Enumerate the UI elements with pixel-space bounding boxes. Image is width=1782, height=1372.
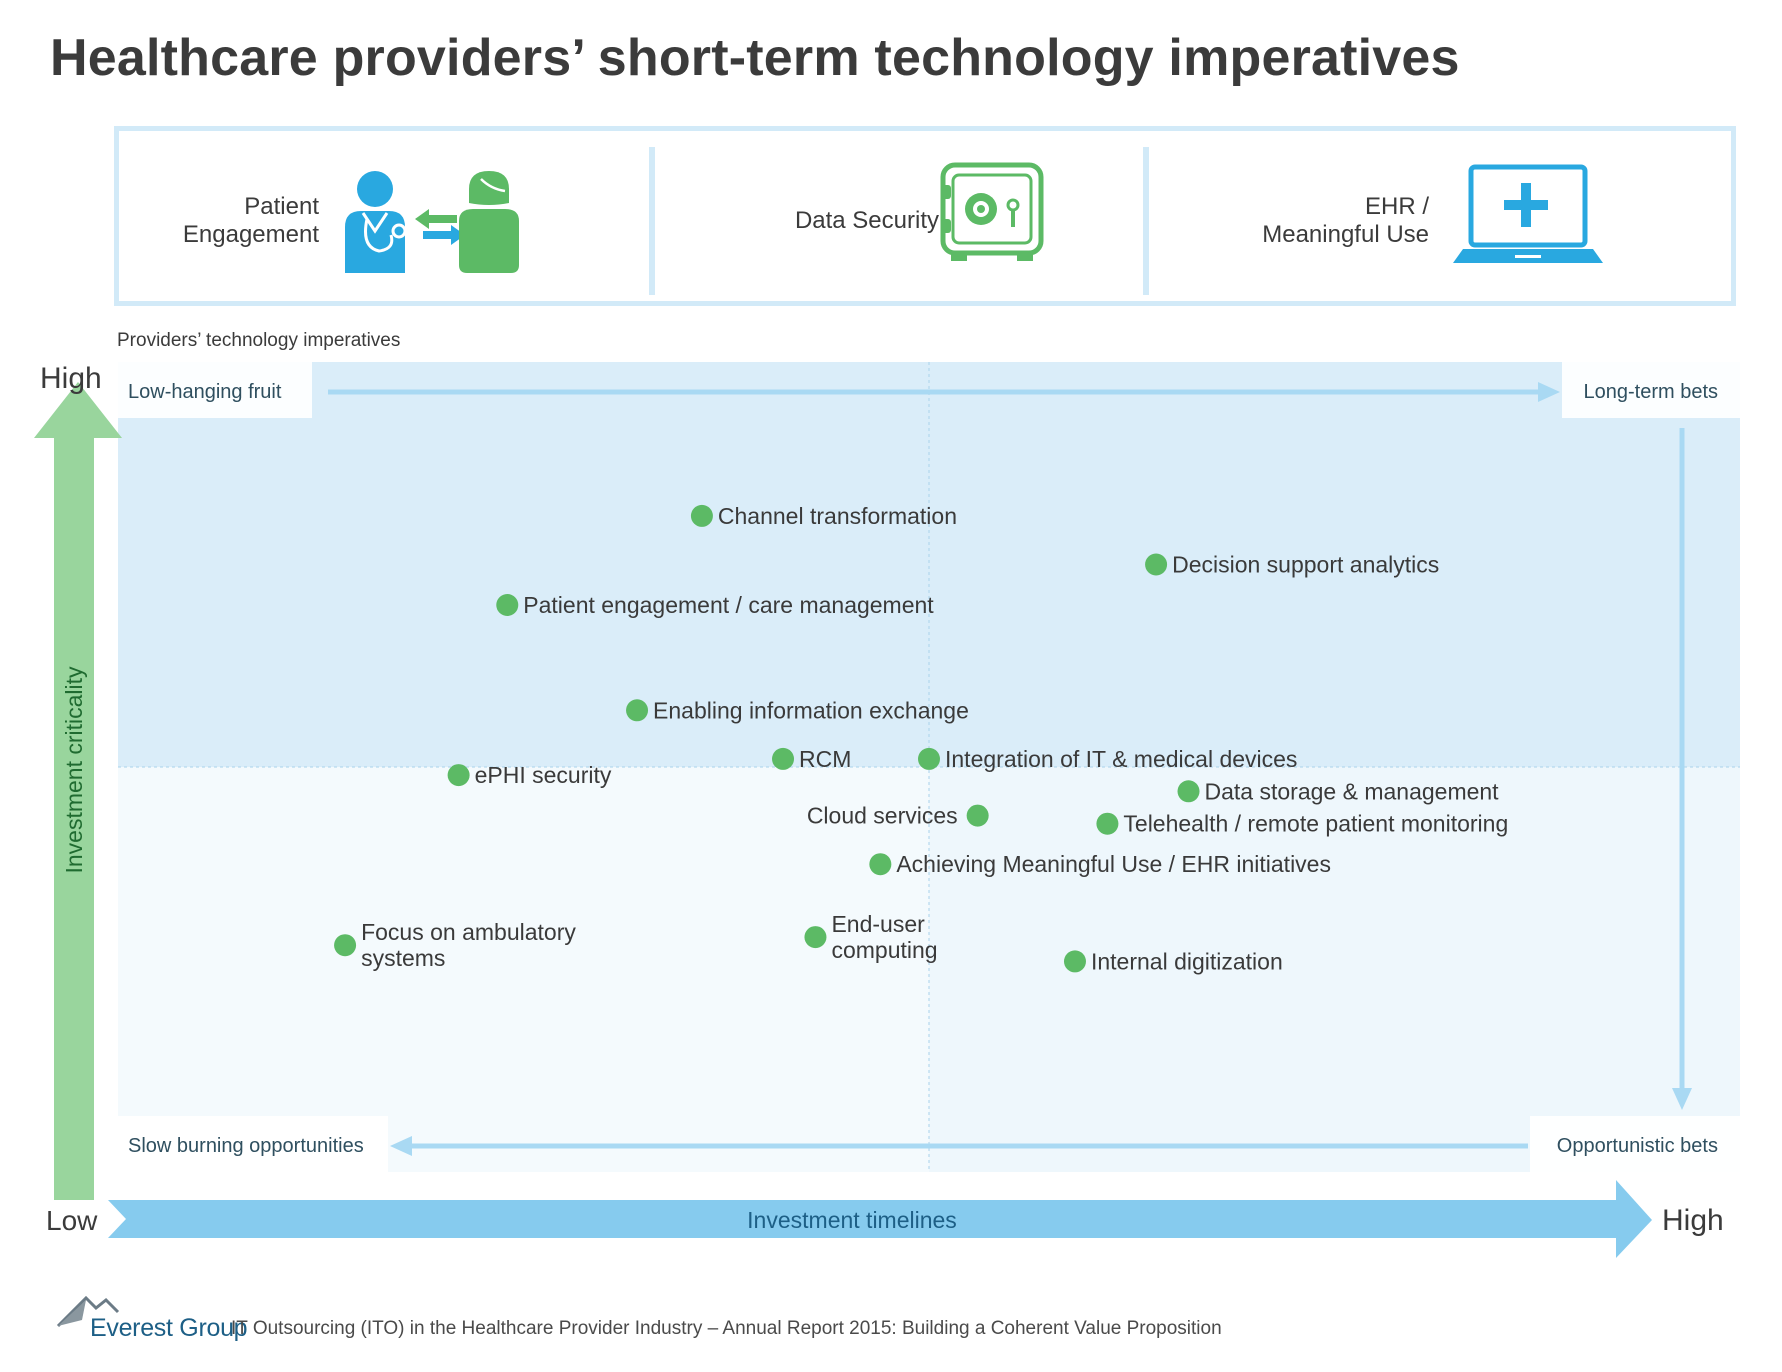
data-point-achieving-meaningful-use-ehr-initiatives: Achieving Meaningful Use / EHR initiativ… (869, 851, 1331, 877)
data-point-marker (334, 934, 357, 957)
everest-logo-icon (56, 1295, 120, 1328)
data-point-rcm: RCM (772, 746, 851, 772)
y-axis-label: Investment criticality (61, 666, 87, 874)
corner-tab-top-left (118, 362, 312, 418)
footer-brand: Everest Group (90, 1314, 248, 1342)
data-point-marker (869, 853, 892, 876)
theme-data-security-label: Data Security (794, 207, 939, 234)
corner-label-top-right: Long-term bets (1583, 381, 1718, 403)
data-point-telehealth-remote-patient-monitoring: Telehealth / remote patient monitoring (1096, 811, 1508, 837)
laptop-plus-icon (1453, 164, 1603, 263)
data-point-label: End-user (831, 911, 925, 937)
data-point-marker (1145, 553, 1168, 576)
corner-label-top-left: Low-hanging fruit (128, 381, 282, 403)
data-point-label: Telehealth / remote patient monitoring (1123, 811, 1508, 837)
theme-patient-engagement-label: Patient Engagement (182, 193, 319, 248)
data-point-enabling-information-exchange: Enabling information exchange (626, 697, 969, 723)
theme-ehr-label: EHR / Meaningful Use (1262, 193, 1429, 248)
data-point-marker (1063, 950, 1086, 973)
data-point-marker (447, 764, 470, 787)
theme-divider (1143, 147, 1149, 295)
safe-icon (940, 162, 1044, 261)
data-point-patient-engagement-care-management: Patient engagement / care management (496, 592, 934, 618)
page-title: Healthcare providers’ short-term technol… (50, 29, 1460, 87)
y-axis-arrow (34, 382, 122, 1200)
quadrant-bottom-left (118, 767, 929, 1172)
themes-panel: Patient Engagement Data Security EHR (114, 126, 1736, 306)
data-point-internal-digitization: Internal digitization (1063, 948, 1283, 974)
x-axis-arrow (108, 1180, 1652, 1258)
data-point-marker (1096, 812, 1119, 835)
data-point-marker (966, 804, 989, 827)
quadrant-bottom-right (929, 767, 1740, 1172)
data-point-label: Data storage & management (1205, 778, 1500, 804)
data-point-data-storage-management: Data storage & management (1177, 778, 1500, 804)
data-point-channel-transformation: Channel transformation (690, 503, 957, 529)
data-point-marker (918, 747, 940, 770)
data-point-label: Decision support analytics (1172, 552, 1439, 578)
theme-divider (649, 147, 655, 295)
data-point-marker (626, 699, 649, 722)
data-point-marker (496, 594, 519, 616)
data-point-label: computing (831, 937, 937, 963)
data-point-label: Internal digitization (1091, 948, 1283, 974)
data-point-label: Patient engagement / care management (523, 592, 934, 618)
corner-tab-bottom-left (118, 1116, 388, 1172)
data-point-label: Integration of IT & medical devices (945, 746, 1297, 772)
footer-source: IT Outsourcing (ITO) in the Healthcare P… (231, 1318, 1222, 1339)
data-point-label: Cloud services (807, 803, 958, 829)
x-axis-high-label: High (1662, 1204, 1724, 1237)
data-point-marker (804, 926, 827, 949)
y-axis-high-label: High (40, 362, 102, 395)
data-point-marker (690, 504, 713, 527)
flow-arrow-bottom-head (390, 1136, 412, 1156)
data-point-marker (772, 747, 795, 770)
data-point-label: Channel transformation (718, 503, 957, 529)
corner-label-bottom-left: Slow burning opportunities (128, 1135, 364, 1157)
data-point-label: systems (361, 945, 445, 971)
chart-subtitle: Providers’ technology imperatives (117, 330, 401, 351)
data-point-integration-of-it-medical-devices: Integration of IT & medical devices (918, 746, 1297, 772)
corner-tab-bottom-right (1530, 1116, 1740, 1172)
x-axis-low-label: Low (46, 1205, 98, 1236)
doctor-patient-icon (345, 171, 519, 273)
flow-arrow-right-head (1672, 1088, 1692, 1110)
x-axis-label: Investment timelines (747, 1207, 957, 1233)
corner-tab-top-right (1562, 362, 1740, 418)
data-point-label: Achieving Meaningful Use / EHR initiativ… (896, 851, 1331, 877)
data-point-label: Focus on ambulatory (361, 919, 576, 945)
data-point-cloud-services: Cloud services (807, 803, 989, 829)
data-point-marker (1177, 780, 1200, 803)
data-point-ephi-security: ePHI security (447, 762, 612, 788)
data-point-decision-support-analytics: Decision support analytics (1145, 552, 1439, 578)
corner-label-bottom-right: Opportunistic bets (1557, 1135, 1718, 1157)
data-point-label: ePHI security (475, 762, 612, 788)
flow-arrow-top-head (1538, 382, 1560, 402)
data-point-label: Enabling information exchange (653, 697, 969, 723)
data-point-label: RCM (799, 746, 851, 772)
